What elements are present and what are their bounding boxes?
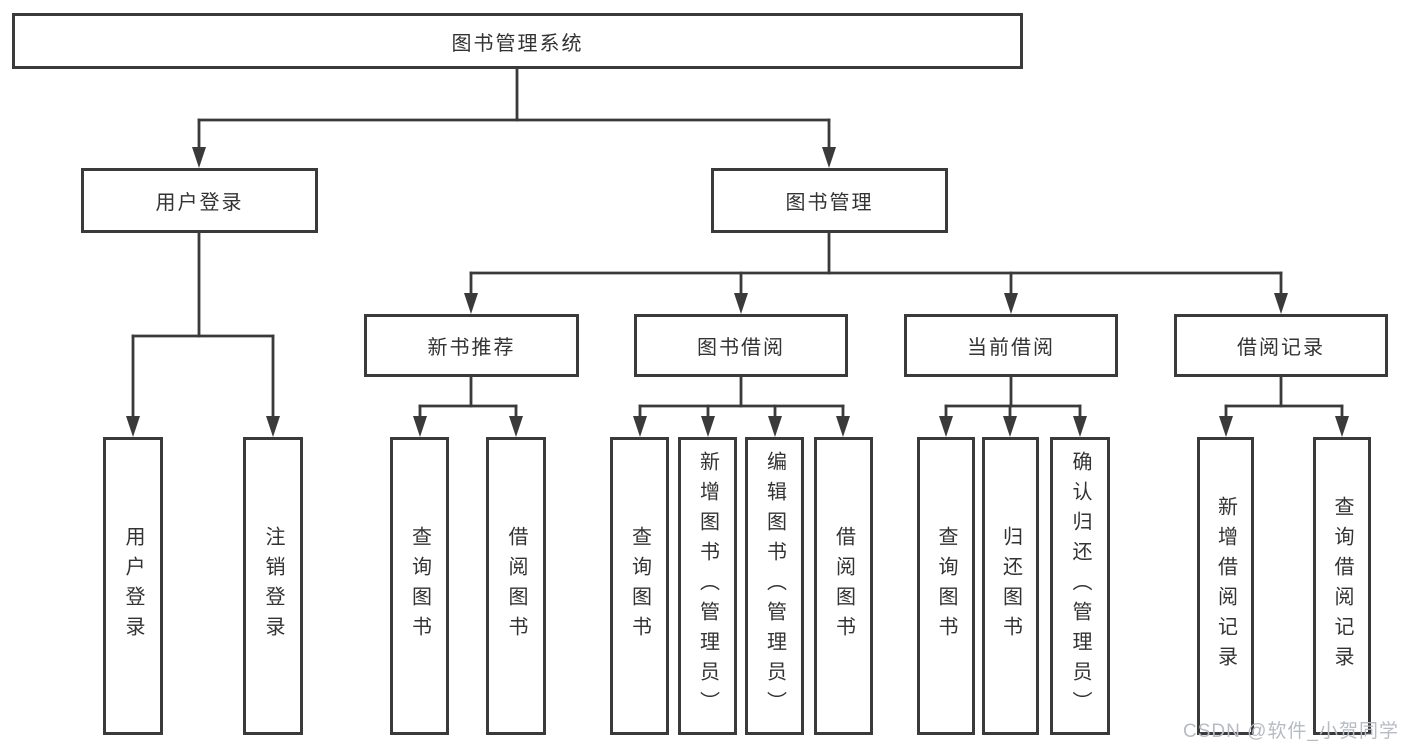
node-label: 图书借阅 bbox=[697, 337, 785, 359]
leaf-add-borrow-record: 新增借阅记录 bbox=[1197, 437, 1254, 735]
leaf-label: 借阅图书 bbox=[505, 526, 527, 646]
leaf-label: 查询图书 bbox=[935, 526, 957, 646]
leaf-add-books-admin: 新增图书（管理员） bbox=[678, 437, 737, 735]
node-label: 图书管理系统 bbox=[451, 32, 584, 55]
leaf-user-login: 用户登录 bbox=[103, 437, 163, 735]
leaf-label: 借阅图书 bbox=[832, 526, 855, 646]
leaf-return-books: 归还图书 bbox=[982, 437, 1039, 735]
node-library-management-system: 图书管理系统 bbox=[12, 13, 1023, 69]
node-borrowing-records: 借阅记录 bbox=[1174, 314, 1388, 377]
leaf-confirm-return-admin: 确认归还（管理员） bbox=[1050, 437, 1110, 735]
leaf-label: 归还图书 bbox=[999, 526, 1022, 646]
leaf-label: 新增借阅记录 bbox=[1214, 496, 1237, 676]
leaf-label: 注销登录 bbox=[262, 526, 284, 646]
node-label: 新书推荐 bbox=[427, 337, 516, 359]
csdn-watermark: CSDN @软件_小贺同学 bbox=[1183, 721, 1399, 742]
leaf-logout-login: 注销登录 bbox=[243, 437, 303, 735]
leaf-label: 查询图书 bbox=[408, 526, 431, 646]
node-book-borrowing: 图书借阅 bbox=[634, 314, 848, 377]
leaf-query-books-borrow: 查询图书 bbox=[610, 437, 669, 735]
leaf-label: 查询借阅记录 bbox=[1331, 496, 1353, 676]
leaf-label: 编辑图书（管理员） bbox=[763, 451, 786, 721]
leaf-borrow-books: 借阅图书 bbox=[814, 437, 873, 735]
node-new-book-recommendation: 新书推荐 bbox=[364, 314, 579, 377]
node-current-borrowing: 当前借阅 bbox=[904, 314, 1118, 377]
node-label: 用户登录 bbox=[155, 192, 244, 214]
leaf-query-books-current: 查询图书 bbox=[917, 437, 975, 735]
node-user-login: 用户登录 bbox=[81, 168, 318, 233]
node-label: 当前借阅 bbox=[967, 337, 1055, 359]
leaf-label: 确认归还（管理员） bbox=[1069, 451, 1091, 721]
leaf-query-borrow-record: 查询借阅记录 bbox=[1313, 437, 1371, 735]
leaf-label: 用户登录 bbox=[122, 526, 144, 646]
leaf-borrow-books-recommend: 借阅图书 bbox=[486, 437, 546, 735]
leaf-edit-books-admin: 编辑图书（管理员） bbox=[745, 437, 804, 735]
leaf-label: 查询图书 bbox=[628, 526, 651, 646]
node-book-management: 图书管理 bbox=[711, 168, 948, 233]
leaf-label: 新增图书（管理员） bbox=[696, 451, 719, 721]
leaf-query-books-recommend: 查询图书 bbox=[390, 437, 449, 735]
node-label: 图书管理 bbox=[785, 192, 874, 214]
node-label: 借阅记录 bbox=[1237, 337, 1325, 359]
